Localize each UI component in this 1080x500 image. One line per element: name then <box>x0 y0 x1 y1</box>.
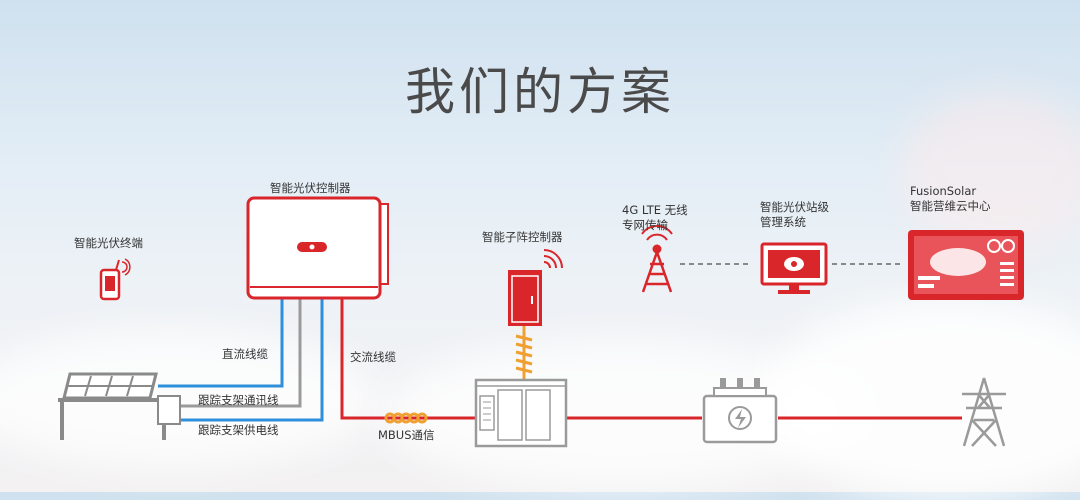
lte-label-line2: 专网传输 <box>622 218 668 232</box>
tracker-comm-line <box>180 298 302 408</box>
fusion-label: FusionSolar 智能营维云中心 <box>910 184 991 214</box>
tracker-comm-label: 跟踪支架通讯线 <box>198 393 279 407</box>
mobile-terminal-icon <box>99 258 131 301</box>
spring-connector-icon <box>515 326 533 385</box>
power-pylon-icon <box>962 377 1006 447</box>
cable-lines <box>158 263 962 422</box>
mbus-label: MBUS通信 <box>378 428 435 442</box>
radio-tower-icon <box>641 225 673 293</box>
transformer-icon <box>702 378 778 444</box>
array-controller-label: 智能子阵控制器 <box>482 230 563 244</box>
lte-label-line1: 4G LTE 无线 <box>622 203 688 217</box>
mbus-coil-icon <box>384 412 428 424</box>
tracker-power-label: 跟踪支架供电线 <box>198 423 279 437</box>
inverter-label: 智能光伏控制器 <box>270 181 351 195</box>
management-monitor-icon <box>760 242 828 294</box>
fusion-label-line2: 智能营维云中心 <box>910 199 991 213</box>
station-label-line2: 管理系统 <box>760 215 806 229</box>
box-transformer-icon <box>474 378 568 448</box>
dc-cable-line <box>158 298 284 388</box>
tracker-power-line <box>180 298 324 422</box>
station-label: 智能光伏站级 管理系统 <box>760 200 829 230</box>
lte-label: 4G LTE 无线 专网传输 <box>622 203 688 233</box>
station-label-line1: 智能光伏站级 <box>760 200 829 214</box>
array-controller-icon <box>508 249 563 326</box>
ac-cable-line <box>340 298 480 420</box>
solar-panel-icon <box>58 372 181 440</box>
page-title: 我们的方案 <box>405 63 675 121</box>
ac-cable-label: 交流线缆 <box>350 350 396 364</box>
dc-cable-label: 直流线缆 <box>222 347 268 361</box>
fusionsolar-dashboard-icon <box>908 230 1024 300</box>
terminal-label: 智能光伏终端 <box>74 236 143 250</box>
fusion-label-line1: FusionSolar <box>910 184 977 198</box>
inverter-icon <box>246 196 389 300</box>
